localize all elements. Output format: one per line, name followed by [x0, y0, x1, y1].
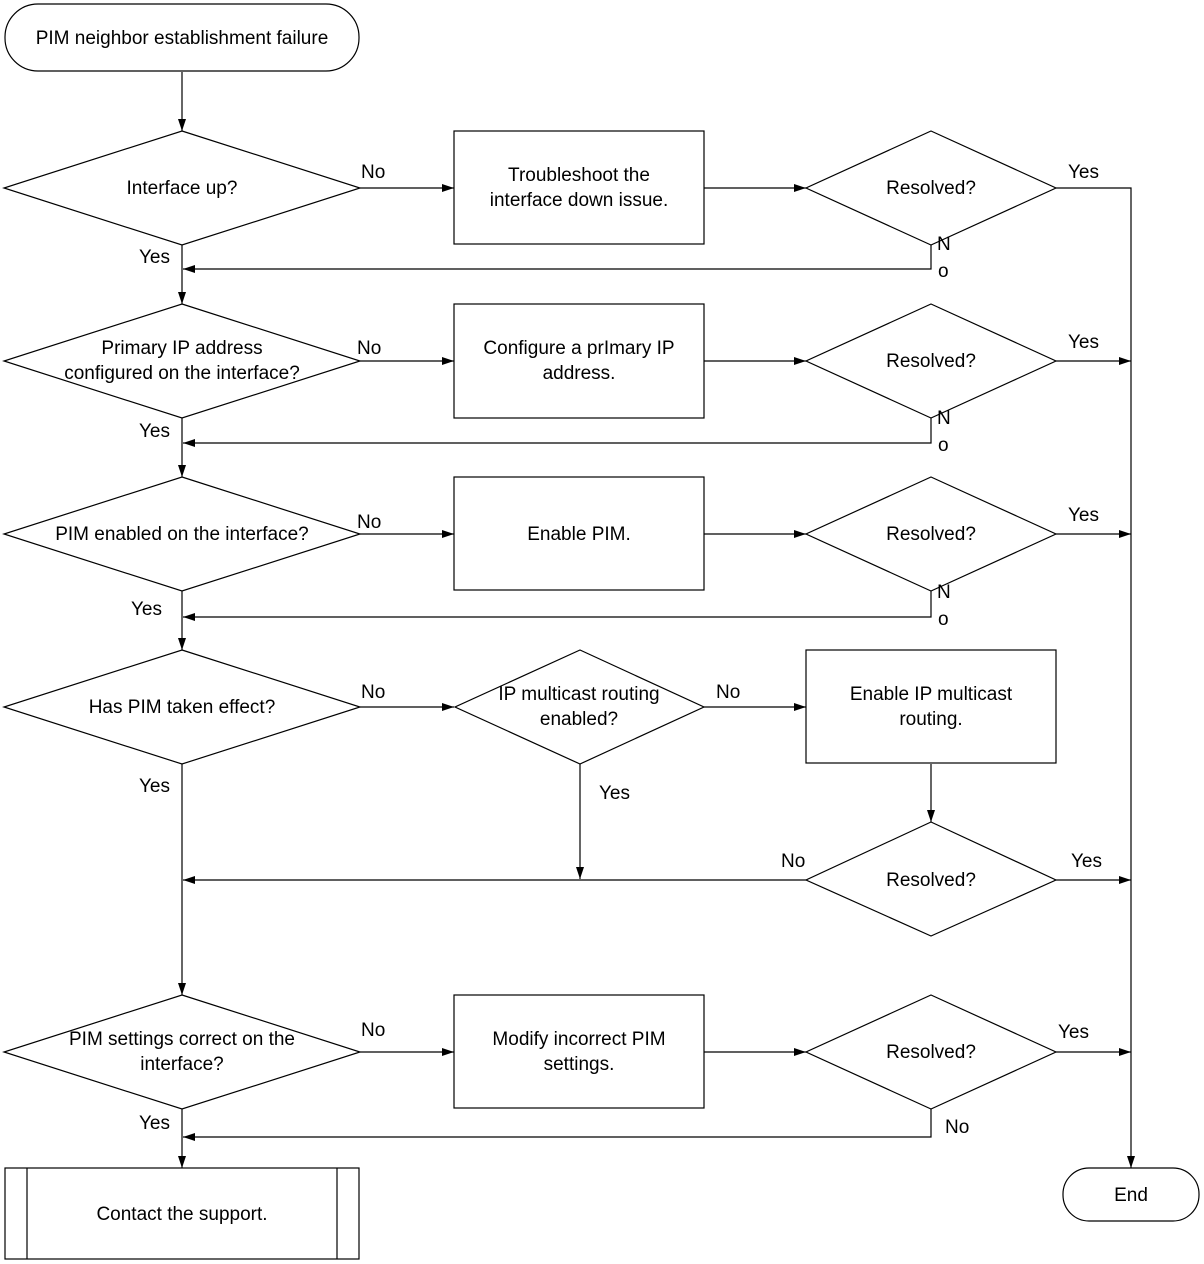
- resolved-4-label: Resolved?: [886, 870, 976, 891]
- process-configure-ip: [453, 303, 705, 419]
- decision-multicast-enabled: [453, 649, 706, 765]
- edge-label-q3-no: No: [357, 512, 381, 533]
- decision-resolved-3: [804, 476, 1058, 592]
- decision-resolved-2: [804, 303, 1058, 419]
- interface-up-label: Interface up?: [127, 178, 238, 199]
- edge-label-r4-yes: Yes: [1071, 851, 1102, 872]
- support-label: Contact the support.: [96, 1204, 267, 1225]
- edge-labels: No Yes N o Yes No Yes N o Yes No Yes N o…: [131, 162, 1102, 1138]
- edge-label-r1-no-a: N: [937, 234, 951, 255]
- edge-label-r2-no-b: o: [938, 435, 949, 456]
- decision-pim-enabled: [2, 476, 362, 592]
- decision-pim-effect: [2, 649, 362, 765]
- edge-label-r5-yes: Yes: [1058, 1022, 1089, 1043]
- edge-label-r3-no-a: N: [937, 582, 951, 603]
- edge-label-r2-no-a: N: [937, 408, 951, 429]
- edge-label-q4-yes: Yes: [139, 776, 170, 797]
- edge-label-q3-yes: Yes: [131, 599, 162, 620]
- decision-resolved-4: [804, 821, 1058, 937]
- edge-label-r4-no: No: [781, 851, 805, 872]
- edge-label-q2-yes: Yes: [139, 421, 170, 442]
- edge-label-q5-yes: Yes: [139, 1113, 170, 1134]
- edge-label-r1-yes: Yes: [1068, 162, 1099, 183]
- edge-label-q2-no: No: [357, 338, 381, 359]
- enable-multicast-label-line2: routing.: [899, 709, 962, 730]
- edge-label-multicast-yes: Yes: [599, 783, 630, 804]
- enable-pim-label: Enable PIM.: [527, 524, 631, 545]
- process-enable-pim: [453, 476, 705, 591]
- start-label: PIM neighbor establishment failure: [36, 28, 329, 49]
- edge-r3-no: [183, 591, 932, 621]
- modify-label-line2: settings.: [544, 1054, 615, 1075]
- edge-label-q5-no: No: [361, 1020, 385, 1041]
- decision-pim-settings: [2, 994, 362, 1110]
- decision-interface-up: [2, 130, 362, 246]
- primary-ip-label-line2: configured on the interface?: [64, 363, 300, 384]
- pim-enabled-label: PIM enabled on the interface?: [55, 524, 309, 545]
- pim-effect-label: Has PIM taken effect?: [89, 697, 276, 718]
- predefined-process-support: [4, 1167, 360, 1260]
- decision-resolved-5: [804, 994, 1058, 1110]
- resolved-5-label: Resolved?: [886, 1042, 976, 1063]
- resolved-1-label: Resolved?: [886, 178, 976, 199]
- pim-settings-label-line2: interface?: [140, 1054, 223, 1075]
- primary-ip-label-line1: Primary IP address: [101, 338, 262, 359]
- edge-label-r2-yes: Yes: [1068, 332, 1099, 353]
- decision-primary-ip: [2, 303, 362, 419]
- configure-ip-label-line2: address.: [543, 363, 616, 384]
- edge-label-q1-no: No: [361, 162, 385, 183]
- end-label: End: [1114, 1185, 1148, 1206]
- configure-ip-label-line1: Configure a prImary IP: [483, 338, 674, 359]
- edge-label-q1-yes: Yes: [139, 247, 170, 268]
- edge-label-r3-no-b: o: [938, 609, 949, 630]
- node-labels: PIM neighbor establishment failure Inter…: [36, 28, 1148, 1225]
- edge-label-r3-yes: Yes: [1068, 505, 1099, 526]
- edge-label-r5-no: No: [945, 1117, 969, 1138]
- edge-r1-no: [183, 245, 932, 273]
- troubleshoot-label-line2: interface down issue.: [490, 190, 669, 211]
- process-troubleshoot-interface: [453, 130, 705, 245]
- multicast-label-line2: enabled?: [540, 709, 618, 730]
- edge-label-multicast-no: No: [716, 682, 740, 703]
- end-terminator: [1062, 1167, 1200, 1222]
- modify-label-line1: Modify incorrect PIM: [492, 1029, 665, 1050]
- edge-label-r1-no-b: o: [938, 261, 949, 282]
- edge-yes-to-end: [1056, 187, 1135, 1168]
- decision-resolved-1: [804, 130, 1058, 246]
- process-enable-multicast: [805, 649, 1057, 764]
- pim-settings-label-line1: PIM settings correct on the: [69, 1029, 295, 1050]
- edge-label-q4-no: No: [361, 682, 385, 703]
- multicast-label-line1: IP multicast routing: [498, 684, 659, 705]
- resolved-3-label: Resolved?: [886, 524, 976, 545]
- edge-r2-no: [183, 418, 932, 447]
- troubleshoot-label-line1: Troubleshoot the: [508, 165, 650, 186]
- edge-r5-no: [183, 1109, 932, 1141]
- process-modify-settings: [453, 994, 705, 1109]
- start-terminator: [4, 3, 360, 72]
- enable-multicast-label-line1: Enable IP multicast: [850, 684, 1013, 705]
- connectors: [178, 72, 1135, 1168]
- resolved-2-label: Resolved?: [886, 351, 976, 372]
- shapes: [2, 3, 1200, 1260]
